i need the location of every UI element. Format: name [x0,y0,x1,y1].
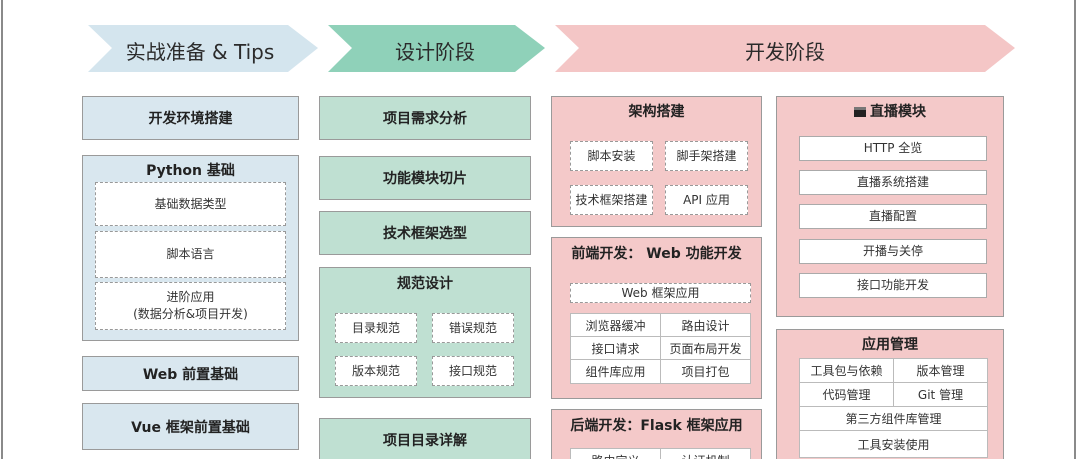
backend-group: 后端开发：Flask 框架应用 路由定义 认证机制 [551,409,762,459]
app-management-group: 应用管理 工具包与依赖 版本管理 代码管理 Git 管理 第三方组件库管理 工具… [776,329,1004,459]
live-module-title: 直播模块 [870,104,926,120]
app-cell-4: Git 管理 [894,383,987,407]
python-item-1: 基础数据类型 [95,182,286,226]
frontend-cell-grid: 浏览器缓冲 路由设计 接口请求 页面布局开发 组件库应用 项目打包 [570,313,751,384]
arch-item-3: 技术框架搭建 [570,185,653,215]
spec-design-group: 规范设计 目录规范 错误规范 版本规范 接口规范 [319,267,531,398]
python-item-3: 进阶应用 (数据分析&项目开发) [95,282,286,330]
requirement-analysis-box: 项目需求分析 [319,96,531,140]
dev-phase-title: 开发阶段 [745,40,825,64]
dev-arrow [555,25,1015,72]
frontend-cell-6: 项目打包 [661,360,750,383]
live-item-3: 直播配置 [799,204,987,229]
backend-cell-2: 认证机制 [661,449,750,459]
live-item-2: 直播系统搭建 [799,170,987,195]
app-row-2: 工具安装使用 [800,431,987,457]
frontend-group: 前端开发： Web 功能开发 Web 框架应用 浏览器缓冲 路由设计 接口请求 … [551,237,762,399]
app-management-title: 应用管理 [862,337,918,353]
arch-item-1: 脚本安装 [570,141,653,171]
spec-item-2: 错误规范 [432,313,514,343]
spec-item-3: 版本规范 [335,356,417,386]
tech-selection-box: 技术框架选型 [319,211,531,255]
python-item-2: 脚本语言 [95,231,286,278]
prep-phase-title: 实战准备 & Tips [125,40,275,64]
architecture-group: 架构搭建 脚本安装 脚手架搭建 技术框架搭建 API 应用 [551,96,762,227]
frontend-cell-3: 接口请求 [571,337,661,360]
web-framework-item: Web 框架应用 [570,283,751,303]
live-item-5: 接口功能开发 [799,273,987,298]
backend-cell-1: 路由定义 [571,449,661,459]
frontend-cell-2: 路由设计 [661,314,750,337]
app-cell-3: 代码管理 [800,383,894,407]
live-item-4: 开播与关停 [799,239,987,264]
backend-title: 后端开发：Flask 框架应用 [570,418,743,434]
live-item-1: HTTP 全览 [799,136,987,161]
project-dir-box: 项目目录详解 [319,418,531,459]
design-arrow [328,25,545,72]
arch-item-4: API 应用 [665,185,748,215]
spec-item-1: 目录规范 [335,313,417,343]
app-cell-2: 版本管理 [894,359,987,383]
vue-basics-box: Vue 框架前置基础 [82,403,299,450]
frontend-cell-5: 组件库应用 [571,360,661,383]
app-cell-1: 工具包与依赖 [800,359,894,383]
spec-design-title: 规范设计 [397,276,453,292]
frontend-cell-1: 浏览器缓冲 [571,314,661,337]
clapper-icon [854,107,866,117]
architecture-title: 架构搭建 [628,104,685,120]
module-slicing-box: 功能模块切片 [319,156,531,200]
frame-left-border [1,0,3,459]
frontend-cell-4: 页面布局开发 [661,337,750,360]
web-basics-box: Web 前置基础 [82,356,299,391]
phase-arrows [88,25,1015,72]
backend-cell-grid: 路由定义 认证机制 [570,448,751,459]
frame-right-border [1074,0,1076,459]
live-module-heading: 直播模块 [777,101,1003,121]
env-setup-box: 开发环境搭建 [82,96,299,140]
frontend-title: 前端开发： Web 功能开发 [571,246,742,262]
spec-item-4: 接口规范 [432,356,514,386]
python-basics-group: Python 基础 基础数据类型 脚本语言 进阶应用 (数据分析&项目开发) [82,155,299,341]
arch-item-2: 脚手架搭建 [665,141,748,171]
live-module-group: 直播模块 HTTP 全览 直播系统搭建 直播配置 开播与关停 接口功能开发 [776,96,1004,317]
prep-arrow [88,25,318,72]
app-row-1: 第三方组件库管理 [800,407,987,431]
app-management-grid: 工具包与依赖 版本管理 代码管理 Git 管理 第三方组件库管理 工具安装使用 [799,358,988,458]
design-phase-title: 设计阶段 [395,40,475,64]
python-basics-title: Python 基础 [146,163,235,179]
